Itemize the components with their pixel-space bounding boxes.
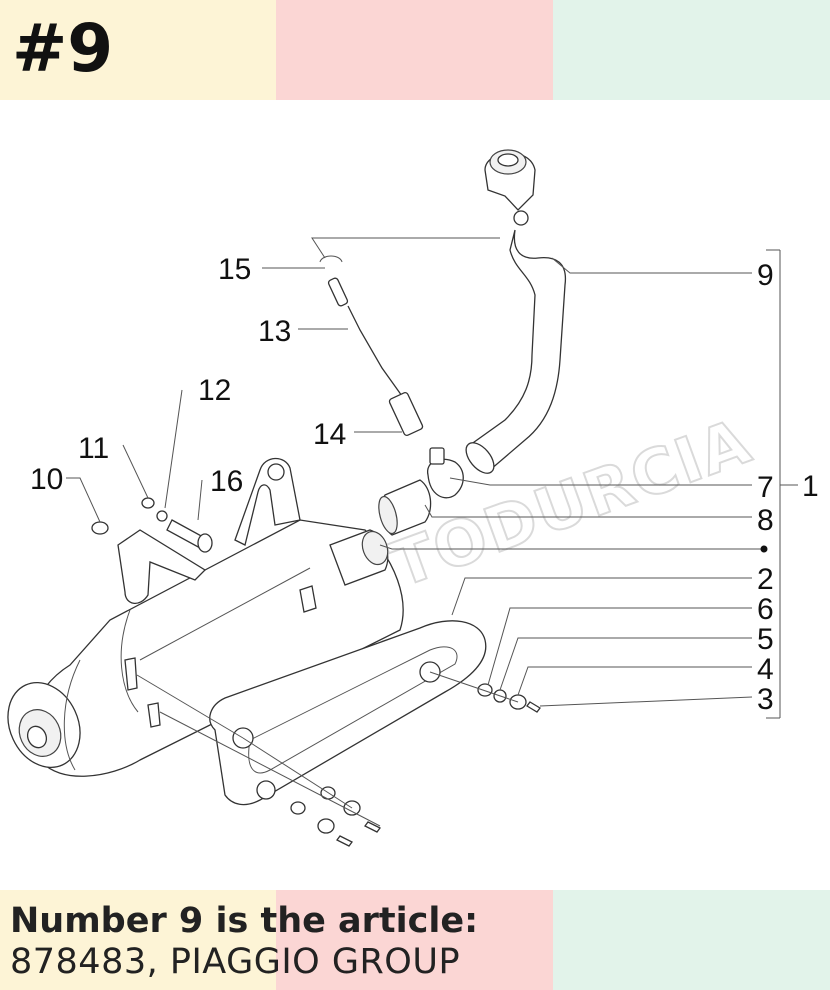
header-band-green: [553, 0, 830, 100]
pipe-clamp: [427, 447, 464, 499]
label-4: 4: [757, 653, 774, 686]
reference-dot: [760, 545, 768, 553]
gasket-sleeve: [378, 479, 432, 536]
muffler: [7, 457, 404, 777]
oxygen-sensor: [319, 255, 424, 437]
label-2: 2: [757, 563, 774, 596]
header-band-pink: [276, 0, 553, 100]
label-3: 3: [757, 683, 774, 716]
footer-band-pink: [276, 890, 553, 990]
label-13: 13: [258, 315, 291, 348]
footer-band: [0, 890, 830, 990]
label-1: 1: [802, 470, 819, 503]
leader-lines: [66, 237, 798, 827]
header-band: [0, 0, 830, 100]
label-15: 15: [218, 253, 251, 286]
label-9: 9: [757, 259, 774, 292]
header-band-yellow: [0, 0, 276, 100]
article-number: 878483, PIAGGIO GROUP: [10, 942, 461, 982]
footer-band-green: [553, 890, 830, 990]
exhaust-parts-diagram: MOTODURCIA: [7, 149, 819, 847]
footer-band-yellow: [0, 890, 276, 990]
label-16: 16: [210, 465, 243, 498]
label-5: 5: [757, 623, 774, 656]
label-14: 14: [313, 418, 346, 451]
label-8: 8: [757, 504, 774, 537]
page-title: #9: [12, 10, 114, 87]
label-11: 11: [78, 432, 109, 465]
callout-labels: 1 2 3 4 5 6 7 8 9 10 11 12 13 14 15 16: [30, 253, 819, 716]
article-caption: Number 9 is the article:: [10, 901, 479, 941]
label-10: 10: [30, 463, 63, 496]
exhaust-pipe: [465, 149, 567, 474]
label-12: 12: [198, 374, 231, 407]
label-6: 6: [757, 593, 774, 626]
label-7: 7: [757, 471, 774, 504]
